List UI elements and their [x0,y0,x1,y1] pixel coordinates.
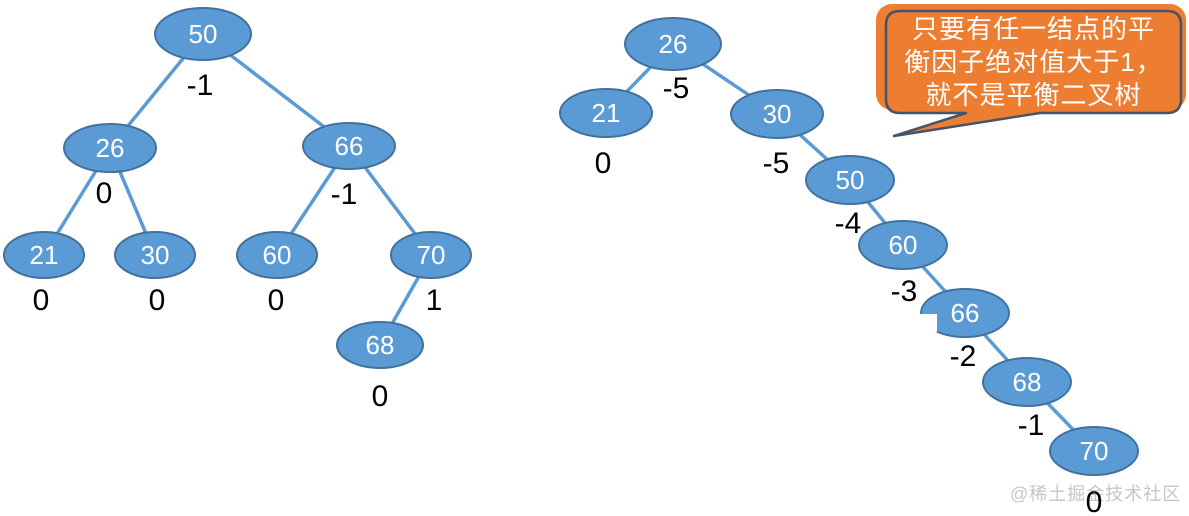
tree-node-value: 21 [592,98,621,128]
tree-node-21 [3,231,85,279]
tree-node-value: 26 [96,133,125,163]
tree-node-21 [559,88,653,138]
tree-node-60 [858,220,948,270]
tree-node-value: 50 [189,19,218,49]
tree-node-30 [730,89,824,139]
tree-node-30 [114,231,196,279]
tree-node-value: 60 [889,230,918,260]
tree-node-value: 68 [1013,367,1042,397]
tree-node-value: 50 [836,165,865,195]
balance-factor-label: 0 [595,147,612,180]
balance-factor-label: -1 [331,178,358,211]
callout-text: 只要有任一结点的平 衡因子绝对值大于1， 就不是平衡二叉树 [886,13,1181,112]
tree-node-value: 70 [1080,436,1109,466]
callout-bubble [884,9,1183,138]
tree-node-value: 26 [659,29,688,59]
callout-line: 就不是平衡二叉树 [925,80,1142,110]
balance-factor-label: -5 [663,72,690,105]
balance-factor-label: -5 [763,147,790,180]
tree-node-value: 68 [366,330,395,360]
tree-node-60 [236,231,318,279]
tree-node-70 [1049,426,1139,476]
balance-factor-label: 0 [149,284,166,317]
tree-node-50 [805,155,895,205]
right-unbalanced-tree: 26 -5 21 0 30 -5 50 -4 60 -3 66 -2 68 -1 70 0 [559,17,1139,516]
callout-line: 只要有任一结点的平 [911,14,1155,44]
balance-factor-label: 0 [268,284,285,317]
tree-node-26 [63,123,157,173]
white-notch-artifact [918,314,937,332]
balance-factor-label: 0 [96,177,113,210]
balance-factor-label: 0 [372,380,389,413]
balance-factor-label: 1 [426,284,443,317]
tree-node-value: 66 [335,131,364,161]
tree-node-value: 30 [763,99,792,129]
balance-factor-label: 0 [1086,486,1103,516]
balance-factor-label: -1 [187,69,214,102]
left-balanced-tree: 50 -1 26 0 66 -1 21 0 30 0 60 0 70 1 68 0 [3,7,472,413]
tree-node-66 [920,288,1010,338]
tree-node-value: 30 [141,240,170,270]
tree-node-value: 66 [951,298,980,328]
balance-factor-label: 0 [33,284,50,317]
tree-node-value: 70 [417,240,446,270]
watermark: @稀土掘金技术社区 [1010,484,1182,504]
balance-factor-label: -1 [1018,409,1045,442]
tree-node-50 [154,7,252,61]
tree-node-68 [336,321,424,369]
balance-factor-label: -4 [835,207,862,240]
tree-node-26 [624,17,722,71]
balance-factor-label: -3 [891,275,918,308]
tree-node-70 [390,231,472,279]
tree-node-value: 21 [30,240,59,270]
callout-line: 衡因子绝对值大于1， [904,47,1163,77]
tree-node-66 [302,122,396,170]
tree-node-value: 60 [263,240,292,270]
tree-node-68 [982,357,1072,407]
balance-factor-label: -2 [950,340,977,373]
